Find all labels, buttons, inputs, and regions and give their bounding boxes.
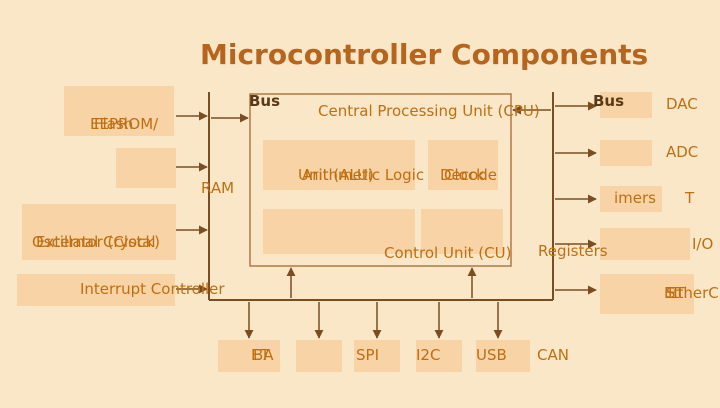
control-unit-label: Control Unit (CU) (384, 244, 512, 262)
timers-box (600, 186, 662, 212)
ethernet-box (600, 274, 694, 314)
cpu-box (249, 93, 512, 267)
bus-label-right: Bus (593, 92, 625, 110)
ram-label: RAM (201, 179, 235, 197)
dac-box (600, 92, 652, 118)
registers-label: Registers (538, 242, 608, 260)
ram-box (116, 148, 176, 188)
oscillator-label-a: Oscillator (Clock) (32, 233, 161, 251)
eeprom-box (64, 86, 174, 136)
ethernet-label-b: EtherC (668, 284, 719, 302)
bottom-label-a: ET (251, 346, 270, 364)
bus-label-left: Bus (249, 92, 281, 110)
dac-label: DAC (666, 95, 698, 113)
can-label: CAN (537, 346, 569, 364)
timers-label: imers (614, 189, 656, 207)
io-box (600, 228, 690, 260)
clock-label-a: Clock (444, 166, 485, 184)
interrupt-label: Interrupt Controller (80, 280, 225, 298)
adc-box (600, 140, 652, 166)
i2c-box (416, 340, 462, 372)
alu-box (263, 140, 415, 190)
registers-inner-box (263, 209, 415, 254)
spi-box (354, 340, 400, 372)
clock-label-b: Decode (440, 166, 497, 184)
i2c-label: I2C (416, 346, 441, 364)
eeprom-label-a: EEPROM/ (90, 115, 159, 133)
usb-label: USB (476, 346, 507, 364)
alu-label-b: Arithmetic Logic (302, 166, 425, 184)
spi-label: SPI (356, 346, 379, 364)
interrupt-box (17, 274, 175, 306)
timers-t-label: T (685, 189, 695, 207)
usb-box (476, 340, 530, 372)
ethernet-label-a: ST (666, 284, 685, 302)
cpu-label: Central Processing Unit (CPU) (318, 102, 540, 120)
alu-label-a: Unit (ALU) (298, 166, 374, 184)
oscillator-label-b: External Crystal (36, 233, 156, 251)
diagram-title: Microcontroller Components (200, 38, 649, 71)
decode-box (428, 140, 498, 190)
adc-label: ADC (666, 143, 699, 161)
blank-bottom-box (296, 340, 342, 372)
io-label: I/O (692, 235, 714, 253)
ethernet-label-c: Et (664, 284, 680, 302)
oscillator-box (22, 204, 176, 260)
eth-bottom-box (218, 340, 280, 372)
eeprom-label-b: Flash (94, 115, 134, 133)
bottom-label-b: BA (253, 346, 274, 364)
control-unit-box (421, 209, 503, 254)
